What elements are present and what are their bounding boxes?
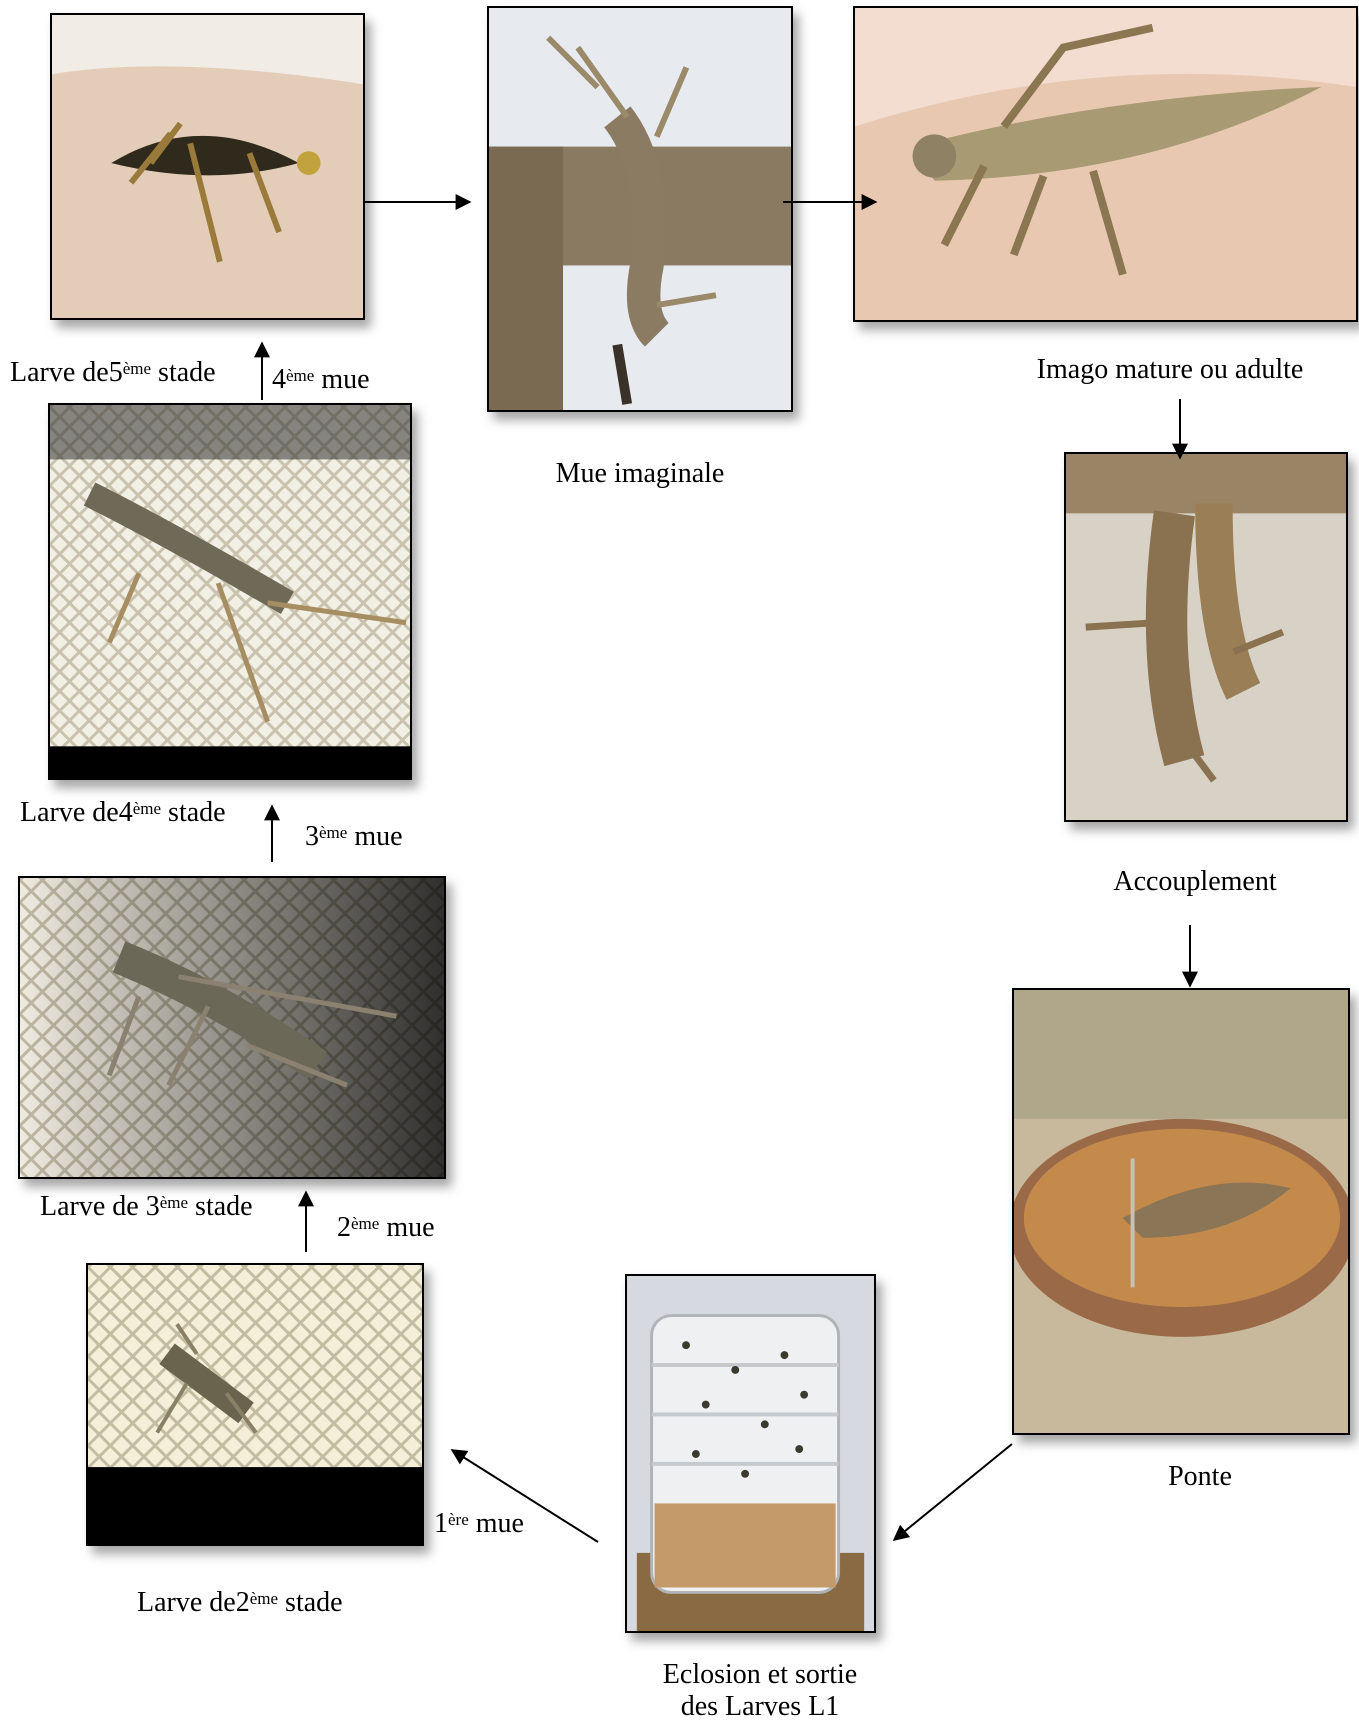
photo-hatching-l1	[625, 1274, 876, 1633]
photo-larva-4th-stage	[48, 403, 412, 780]
label-larva-2nd-stage: Larve de2ème stade	[137, 1587, 343, 1619]
arrow-laying-to-hatching	[894, 1444, 1012, 1540]
label-molt-4: 4ème mue	[272, 364, 370, 396]
label-hatching: Eclosion et sortie des Larves L1	[600, 1659, 920, 1723]
photo-mature-adult	[853, 6, 1358, 322]
label-mature-adult: Imago mature ou adulte	[995, 354, 1345, 386]
label-larva-5th-stage: Larve de5ème stade	[10, 357, 216, 389]
label-hatching-line2: des Larves L1	[600, 1691, 920, 1723]
photo-larva-5th-stage	[50, 13, 365, 320]
label-imaginal-molt: Mue imaginale	[490, 458, 790, 490]
photo-egg-laying	[1012, 988, 1350, 1435]
label-molt-1: 1ère mue	[434, 1508, 524, 1540]
photo-imaginal-molt	[487, 6, 793, 412]
label-larva-4th-stage: Larve de4ème stade	[20, 797, 226, 829]
label-egg-laying: Ponte	[1100, 1461, 1300, 1493]
label-molt-2: 2ème mue	[337, 1212, 435, 1244]
label-mating: Accouplement	[1050, 866, 1340, 898]
label-hatching-line1: Eclosion et sortie	[600, 1659, 920, 1691]
photo-larva-2nd-stage	[86, 1263, 424, 1546]
photo-mating	[1064, 452, 1348, 822]
label-molt-3: 3ème mue	[305, 821, 403, 853]
photo-larva-3rd-stage	[18, 876, 446, 1179]
label-larva-3rd-stage: Larve de 3ème stade	[40, 1191, 253, 1223]
